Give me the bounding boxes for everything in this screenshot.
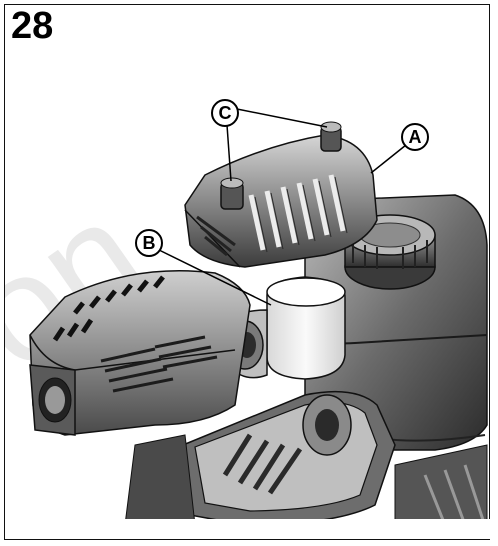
figure-frame: 28 <box>4 4 491 540</box>
callout-b: B <box>135 229 163 257</box>
engine-shroud <box>29 269 251 436</box>
air-cleaner-base <box>124 390 488 526</box>
figure-bottom-margin <box>5 519 491 539</box>
figure-number: 28 <box>11 5 54 47</box>
engine-air-cleaner-illustration: on <box>5 108 488 526</box>
air-cleaner-cover <box>184 134 378 268</box>
cover-knobs <box>220 121 342 210</box>
callout-a: A <box>401 123 429 151</box>
callout-c: C <box>211 99 239 127</box>
